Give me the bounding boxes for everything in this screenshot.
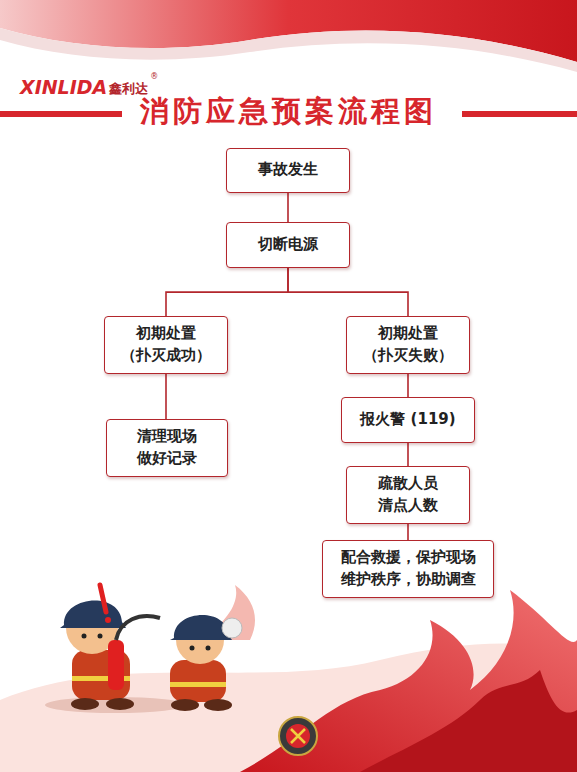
boot [71,698,99,710]
process-box: 切断电源 [226,222,350,268]
box-text: 初期处置 （扑灭失败） [360,323,456,367]
title-bar [462,111,577,117]
registered-mark: ® [150,72,158,81]
exclamation-dot [105,617,111,623]
connector [288,268,408,316]
emblem-ring [279,717,317,755]
process-box: 初期处置 （扑灭成功） [104,316,228,374]
connector [165,374,167,420]
boot [106,698,134,710]
eye [98,634,103,639]
connector [166,268,288,316]
firefighter-cartoon [45,585,185,713]
connector [287,193,289,223]
process-box: 初期处置 （扑灭失败） [346,316,470,374]
title-bar [0,111,122,117]
connector [407,524,409,541]
box-text: 疏散人员 清点人数 [374,473,443,517]
boot [171,699,199,711]
logo-cn-text: 鑫利达 [109,80,148,98]
title-wrap: 消防应急预案流程图 [0,92,577,132]
title: 消防应急预案流程图 [134,94,443,128]
firefighter-cartoon [170,615,242,711]
eye [82,634,87,639]
extinguisher-hose [116,616,160,640]
logo-text: XINLIDA [20,76,107,98]
process-box: 疏散人员 清点人数 [346,466,470,524]
flame [360,670,577,772]
box-text: 事故发生 [247,159,330,181]
firefighter-body [170,660,226,702]
fire-emblem [279,717,317,755]
top-swoosh-light [0,28,577,72]
reflective-stripe [170,682,226,687]
box-text: 配合救援，保护现场 维护秩序，协助调查 [336,547,480,591]
eye [190,646,195,651]
emblem-core [286,724,310,748]
process-box: 清理现场 做好记录 [106,419,228,477]
shadow [45,697,185,713]
process-box: 配合救援，保护现场 维护秩序，协助调查 [322,540,494,598]
helmet [60,601,126,628]
extinguisher [108,640,124,690]
flame [240,590,577,772]
box-text: 初期处置 （扑灭成功） [118,323,214,367]
boot [204,699,232,711]
connector [407,374,409,397]
process-box: 事故发生 [226,148,350,193]
smoke-puff [222,618,242,638]
box-text: 清理现场 做好记录 [133,426,202,470]
process-box: 报火警 (119) [341,397,476,443]
box-text: 切断电源 [247,234,330,256]
bottom-ground [0,643,577,772]
box-text: 报火警 (119) [352,409,465,431]
connector [407,443,409,466]
eye [206,646,211,651]
exclamation-mark [100,585,106,612]
emblem-axes [291,729,305,743]
